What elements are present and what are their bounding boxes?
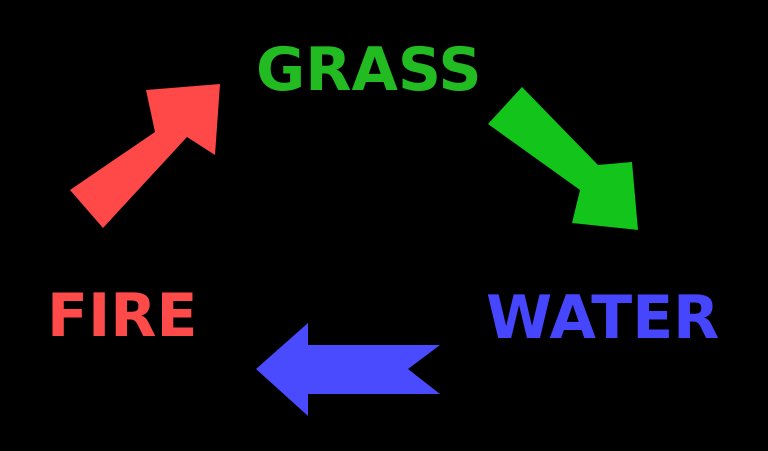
water-label: WATER	[486, 283, 720, 353]
arrow-grass-to-water	[488, 87, 638, 230]
grass-label: GRASS	[256, 35, 482, 105]
fire-label: FIRE	[47, 281, 198, 351]
arrow-water-to-fire	[256, 323, 440, 416]
arrow-fire-to-grass	[70, 84, 220, 228]
